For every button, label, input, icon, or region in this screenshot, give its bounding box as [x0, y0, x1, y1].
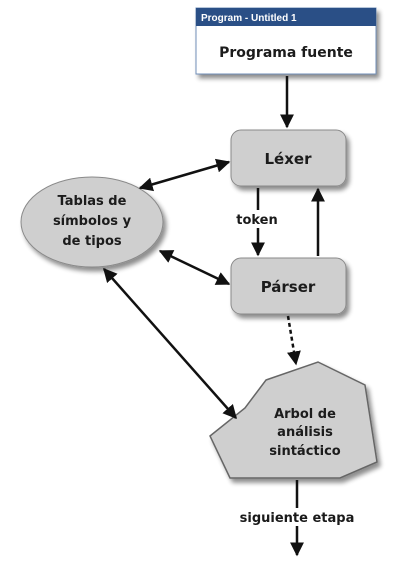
symbol-tables-line-3: de tipos — [62, 234, 122, 249]
parser-label: Párser — [261, 278, 316, 296]
window-title-bar — [196, 8, 376, 26]
syntax-tree-node: Arbol de análisis sintáctico — [209, 361, 378, 479]
syntax-tree-line-1: Arbol de — [274, 407, 336, 422]
arrow-parser-symbols — [158, 249, 231, 286]
lexer-node: Léxer — [230, 129, 347, 187]
lexer-label: Léxer — [265, 150, 313, 168]
arrow-parser-to-tree — [286, 315, 301, 366]
token-label-bg — [232, 210, 284, 228]
symbol-tables-line-2: símbolos y — [53, 214, 132, 229]
syntax-tree-line-3: sintáctico — [269, 444, 341, 459]
next-stage-label: siguiente etapa — [240, 511, 355, 526]
token-label: token — [236, 213, 278, 228]
next-stage-label-bg — [232, 508, 362, 526]
source-program-window: Program - Untitled 1 Programa fuente — [195, 7, 377, 75]
syntax-tree-line-2: análisis — [277, 425, 333, 440]
arrow-lexer-symbols — [138, 158, 231, 192]
symbol-tables-line-1: Tablas de — [58, 194, 127, 209]
arrow-symbols-tree — [103, 267, 237, 420]
window-title: Program - Untitled 1 — [201, 13, 297, 24]
parser-node: Párser — [230, 257, 347, 315]
symbol-tables-node: Tablas de símbolos y de tipos — [20, 176, 164, 268]
source-program-label: Programa fuente — [219, 45, 353, 61]
